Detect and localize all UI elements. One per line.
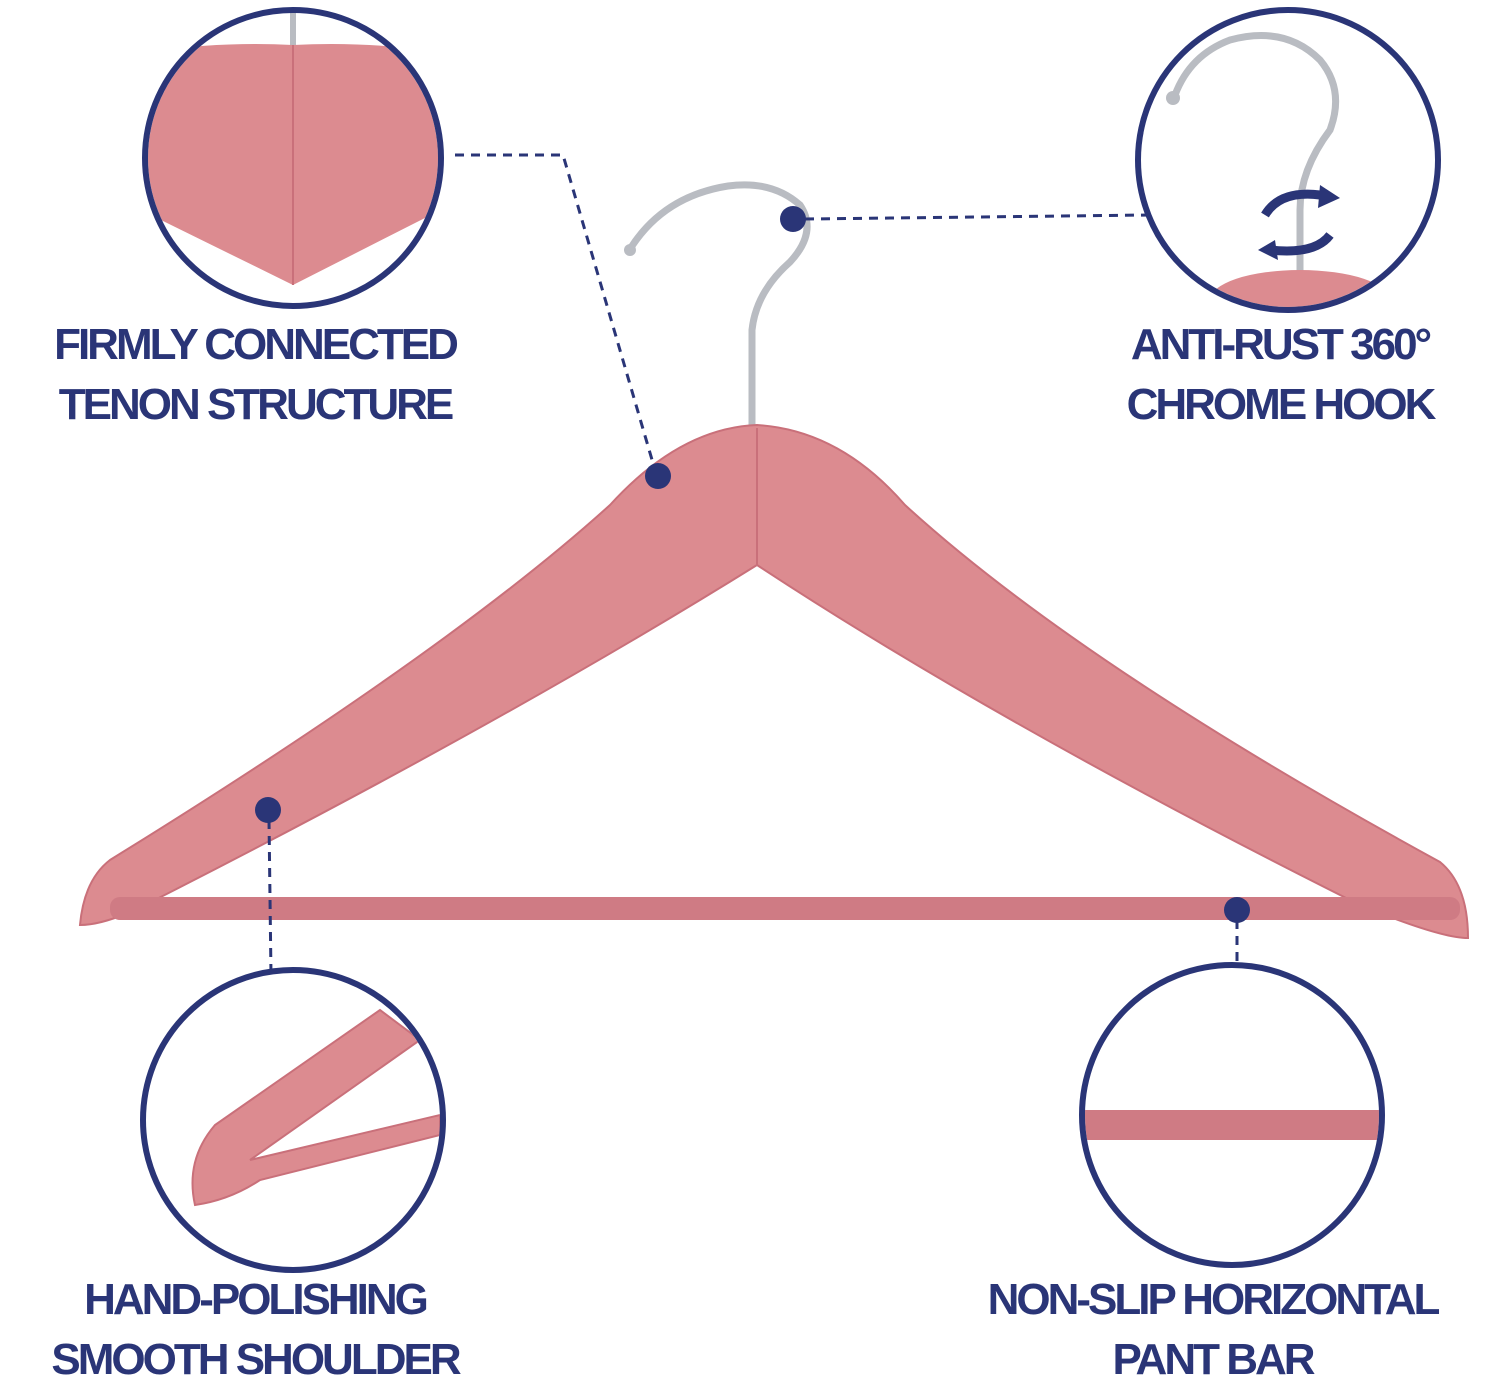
callout-line: TENON STRUCTURE bbox=[58, 380, 455, 429]
bar-detail-circle bbox=[1079, 962, 1385, 1268]
shoulder-detail-circle bbox=[140, 967, 446, 1273]
callout-line: SMOOTH SHOULDER bbox=[51, 1335, 461, 1381]
callout-hook: ANTI-RUST 360° CHROME HOOK bbox=[1080, 315, 1480, 435]
hook bbox=[628, 181, 811, 432]
callout-tenon: FIRMLY CONNECTED TENON STRUCTURE bbox=[0, 315, 510, 435]
callout-dots bbox=[255, 206, 1250, 923]
callout-line: NON-SLIP HORIZONTAL bbox=[987, 1275, 1441, 1324]
callout-line: PANT BAR bbox=[1112, 1335, 1315, 1381]
connector-lines bbox=[267, 153, 1239, 976]
callout-line: HAND-POLISHING bbox=[84, 1275, 429, 1324]
hanger-body bbox=[78, 423, 1470, 940]
callout-line: CHROME HOOK bbox=[1126, 380, 1437, 429]
callout-line: ANTI-RUST 360° bbox=[1130, 320, 1432, 369]
callout-line: FIRMLY CONNECTED bbox=[54, 320, 459, 369]
hook-detail-circle bbox=[1135, 7, 1441, 313]
tenon-detail-circle bbox=[142, 7, 444, 309]
callout-bar: NON-SLIP HORIZONTAL PANT BAR bbox=[935, 1270, 1490, 1381]
callout-shoulder: HAND-POLISHING SMOOTH SHOULDER bbox=[0, 1270, 510, 1381]
pant-bar bbox=[110, 897, 1460, 920]
hanger bbox=[78, 181, 1470, 940]
rotate-icon bbox=[1261, 189, 1334, 256]
